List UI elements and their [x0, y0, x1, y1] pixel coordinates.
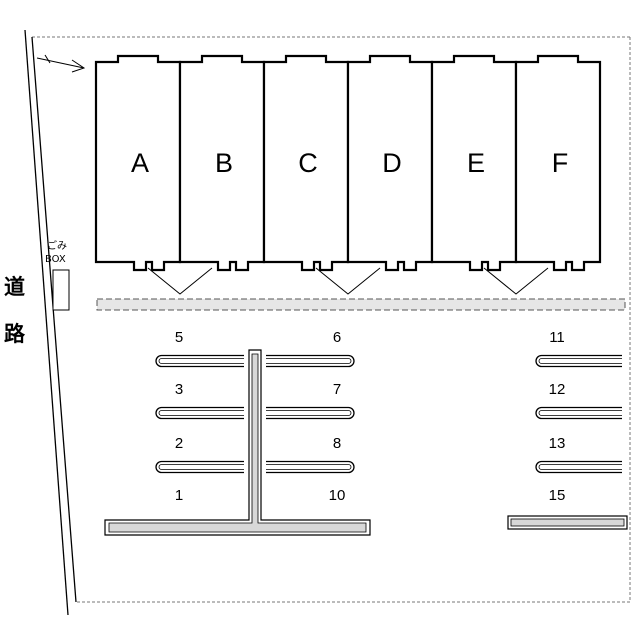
apartment-units: A B C D E F — [94, 54, 602, 272]
unit-label-d: D — [382, 148, 402, 178]
bumper-middle-2 — [266, 406, 355, 420]
unit-label-e: E — [467, 148, 485, 178]
unit-label-b: B — [215, 148, 233, 178]
parking-label-1: 1 — [175, 487, 183, 504]
bumper-left-1 — [155, 354, 244, 368]
parking-labels: 5 3 2 1 6 7 8 10 11 12 13 15 — [175, 329, 566, 504]
unit-f: F — [514, 54, 602, 272]
parking-label-6: 6 — [333, 329, 341, 346]
property-boundary — [32, 36, 631, 603]
gomi-box-label-2: BOX — [45, 254, 66, 265]
unit-a: A — [94, 54, 182, 272]
bumper-middle-3 — [266, 460, 355, 474]
parking-label-11: 11 — [549, 329, 565, 346]
bumper-left-3 — [155, 460, 244, 474]
parking-stop-15 — [507, 515, 628, 530]
parking-label-3: 3 — [175, 381, 183, 398]
entrance-markers — [147, 267, 549, 295]
bumper-right-2 — [535, 406, 622, 420]
unit-label-f: F — [552, 148, 569, 178]
parking-label-15: 15 — [549, 487, 566, 504]
parking-label-12: 12 — [549, 381, 566, 398]
parking-divider — [104, 349, 371, 536]
parking-label-10: 10 — [329, 487, 346, 504]
walkway — [96, 298, 626, 311]
parking-label-2: 2 — [175, 435, 183, 452]
parking-label-7: 7 — [333, 381, 341, 398]
parking-label-8: 8 — [333, 435, 341, 452]
bumper-left-2 — [155, 406, 244, 420]
unit-label-a: A — [131, 148, 149, 178]
parking-label-13: 13 — [549, 435, 566, 452]
bumper-right-3 — [535, 460, 622, 474]
unit-d: D — [346, 54, 434, 272]
gomi-box — [52, 269, 70, 311]
road-label-1: 道 — [4, 275, 25, 299]
bumper-middle-1 — [266, 354, 355, 368]
unit-e: E — [430, 54, 518, 272]
parking-label-5: 5 — [175, 329, 183, 346]
gomi-box-label-1: ごみ — [47, 239, 67, 252]
north-arrow-icon — [36, 54, 86, 73]
road-edge — [24, 29, 77, 616]
bumper-right-1 — [535, 354, 622, 368]
road-label-2: 路 — [4, 322, 26, 346]
unit-label-c: C — [298, 148, 318, 178]
parking-bumpers — [155, 354, 622, 474]
unit-b: B — [178, 54, 266, 272]
unit-c: C — [262, 54, 350, 272]
